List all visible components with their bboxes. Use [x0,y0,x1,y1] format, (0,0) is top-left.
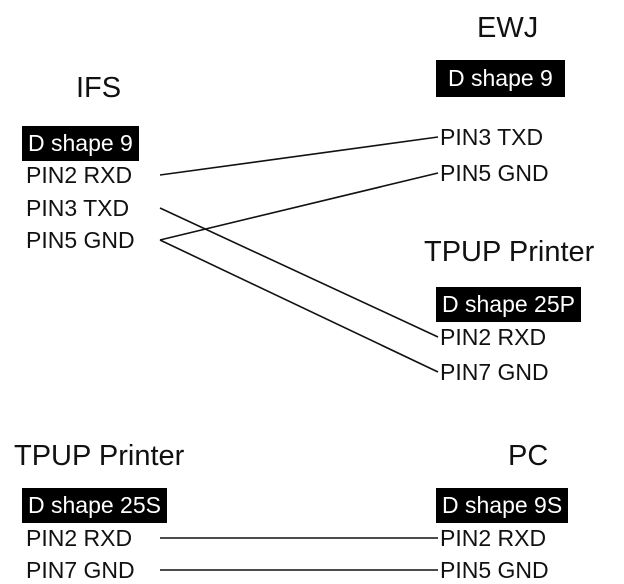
pc-title: PC [508,440,549,472]
ewj-title: EWJ [477,12,539,44]
ifs-connector-label: D shape 9 [22,126,139,161]
printer-pin2-rxd-bottom: PIN2 RXD [26,525,133,551]
ifs-title: IFS [76,72,122,104]
ewj-pin5-gnd: PIN5 GND [440,160,549,186]
ifs-pin2-rxd: PIN2 RXD [26,162,133,188]
printer-connector-label-bottom: D shape 25S [22,488,167,523]
printer-title-top: TPUP Printer [424,236,595,268]
pc-pin5-gnd: PIN5 GND [440,557,549,583]
wire-ifs-rxd-to-ewj-txd [159,136,439,176]
printer-connector-label-top: D shape 25P [436,287,581,322]
printer-pin7-gnd-bottom: PIN7 GND [26,557,135,583]
printer-pin2-rxd-top: PIN2 RXD [440,324,547,350]
pc-connector-label: D shape 9S [436,488,569,523]
pc-pin2-rxd: PIN2 RXD [440,525,547,551]
printer-pin7-gnd-top: PIN7 GND [440,359,549,385]
wire-ifs-txd-to-printer-rxd [159,207,439,338]
wire-ifs-gnd-to-ewj-gnd [159,172,439,241]
wire-ifs-gnd-to-printer-gnd [159,239,439,373]
ewj-connector-label: D shape 9 [436,60,565,97]
ifs-pin3-txd: PIN3 TXD [26,195,130,221]
ifs-pin5-gnd: PIN5 GND [26,227,135,253]
printer-title-bottom: TPUP Printer [14,440,185,472]
ewj-pin3-txd: PIN3 TXD [440,124,544,150]
